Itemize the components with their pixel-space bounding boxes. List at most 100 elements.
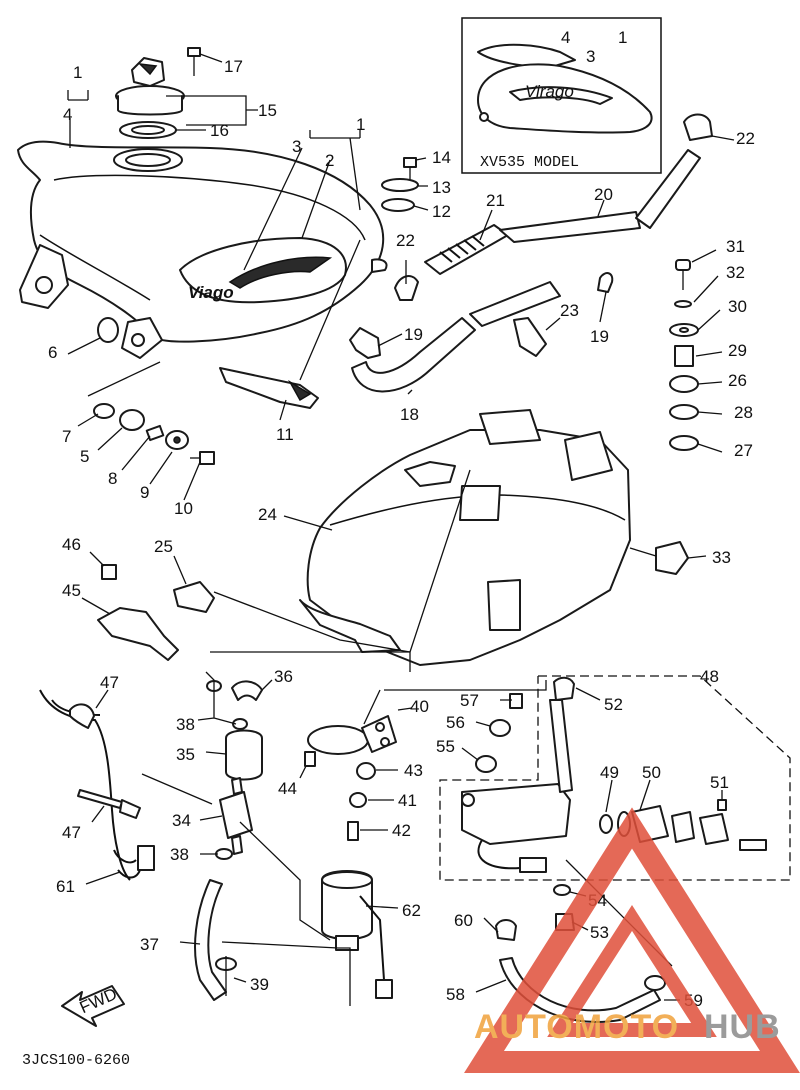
forward-arrow-icon: FWD bbox=[61, 984, 125, 1027]
callout-18: 18 bbox=[400, 405, 419, 424]
callout-32: 32 bbox=[726, 263, 745, 282]
callout-48: 48 bbox=[700, 667, 719, 686]
leader-lines bbox=[67, 53, 791, 1006]
callout-50: 50 bbox=[642, 763, 661, 782]
callout-13: 13 bbox=[432, 178, 451, 197]
callout-51: 51 bbox=[710, 773, 729, 792]
callout-19: 19 bbox=[590, 327, 609, 346]
callout-24: 24 bbox=[258, 505, 277, 524]
callout-41: 41 bbox=[398, 791, 417, 810]
callout-15: 15 bbox=[258, 101, 277, 120]
callout-1: 1 bbox=[73, 63, 82, 82]
callout-29: 29 bbox=[728, 341, 747, 360]
callout-33: 33 bbox=[712, 548, 731, 567]
callout-61: 61 bbox=[56, 877, 75, 896]
callout-52: 52 bbox=[604, 695, 623, 714]
watermark-brand: AUTOMOTO bbox=[474, 1008, 679, 1046]
callout-55: 55 bbox=[436, 737, 455, 756]
callout-10: 10 bbox=[174, 499, 193, 518]
callout-34: 34 bbox=[172, 811, 191, 830]
callout-47: 47 bbox=[62, 823, 81, 842]
fasteners-12-14 bbox=[381, 157, 419, 212]
part-33 bbox=[655, 541, 689, 575]
callout-47: 47 bbox=[100, 673, 119, 692]
callout-22: 22 bbox=[736, 129, 755, 148]
callout-3: 3 bbox=[586, 47, 595, 66]
callout-44: 44 bbox=[278, 779, 297, 798]
callout-3: 3 bbox=[292, 137, 301, 156]
callout-62: 62 bbox=[402, 901, 421, 920]
fuel-tank-base bbox=[299, 409, 631, 666]
callout-60: 60 bbox=[454, 911, 473, 930]
callout-56: 56 bbox=[446, 713, 465, 732]
clamp-40 bbox=[307, 715, 397, 755]
breather-line bbox=[39, 689, 155, 881]
fuel-tank: Viago bbox=[17, 140, 388, 359]
callout-9: 9 bbox=[140, 483, 149, 502]
callout-30: 30 bbox=[728, 297, 747, 316]
callout-6: 6 bbox=[48, 343, 57, 362]
fittings-55-57 bbox=[475, 693, 523, 773]
callout-21: 21 bbox=[486, 191, 505, 210]
mount-hardware bbox=[93, 317, 215, 465]
callout-1: 1 bbox=[356, 115, 365, 134]
callout-1: 1 bbox=[618, 28, 627, 47]
left-brackets bbox=[97, 564, 215, 661]
svg-text:Virago: Virago bbox=[525, 82, 574, 101]
svg-text:Viago: Viago bbox=[188, 283, 234, 302]
part-35 bbox=[225, 729, 263, 781]
callout-19: 19 bbox=[404, 325, 423, 344]
callout-38: 38 bbox=[170, 845, 189, 864]
callout-53: 53 bbox=[590, 923, 609, 942]
callout-11: 11 bbox=[276, 425, 294, 444]
callout-17: 17 bbox=[224, 57, 243, 76]
hose-37 bbox=[194, 879, 237, 1001]
callout-23: 23 bbox=[560, 301, 579, 320]
bracket-11 bbox=[219, 367, 319, 409]
callout-22: 22 bbox=[396, 231, 415, 250]
callout-38: 38 bbox=[176, 715, 195, 734]
callout-16: 16 bbox=[210, 121, 229, 140]
callout-12: 12 bbox=[432, 202, 451, 221]
watermark-brand-suffix: HUB bbox=[704, 1008, 781, 1046]
damper-stack bbox=[669, 259, 699, 451]
callout-58: 58 bbox=[446, 985, 465, 1004]
watermark-triangle-icon bbox=[464, 807, 800, 1073]
hose-36 bbox=[206, 680, 263, 730]
callout-4: 4 bbox=[63, 105, 72, 124]
inset-xv535: Virago XV535 MODEL bbox=[461, 17, 662, 174]
callout-4: 4 bbox=[561, 28, 570, 47]
callout-37: 37 bbox=[140, 935, 159, 954]
diagram-code: 3JCS100-6260 bbox=[22, 1052, 130, 1069]
fuel-filter-34 bbox=[215, 777, 253, 860]
hose-18 bbox=[349, 281, 561, 393]
grommets-41-44 bbox=[304, 751, 376, 841]
callout-26: 26 bbox=[728, 371, 747, 390]
callout-5: 5 bbox=[80, 447, 89, 466]
callout-39: 39 bbox=[250, 975, 269, 994]
callout-20: 20 bbox=[594, 185, 613, 204]
callout-8: 8 bbox=[108, 469, 117, 488]
callout-2: 2 bbox=[325, 151, 334, 170]
vent-hoses bbox=[394, 113, 713, 301]
fuel-cock-assembly bbox=[461, 676, 767, 873]
automotohub-watermark: AUTOMOTO HUB bbox=[464, 807, 800, 1073]
callout-7: 7 bbox=[62, 427, 71, 446]
callout-42: 42 bbox=[392, 821, 411, 840]
inset-label: XV535 MODEL bbox=[480, 154, 579, 171]
callout-43: 43 bbox=[404, 761, 423, 780]
callout-45: 45 bbox=[62, 581, 81, 600]
callout-25: 25 bbox=[154, 537, 173, 556]
callout-49: 49 bbox=[600, 763, 619, 782]
callout-36: 36 bbox=[274, 667, 293, 686]
washer-54 bbox=[553, 884, 571, 896]
callout-40: 40 bbox=[410, 697, 429, 716]
callout-27: 27 bbox=[734, 441, 753, 460]
fuel-pump-62 bbox=[321, 870, 393, 999]
callout-57: 57 bbox=[460, 691, 479, 710]
callout-numbers: 1 4 17 15 16 3 2 1 4 1 3 14 13 12 21 20 … bbox=[48, 28, 755, 1010]
callout-28: 28 bbox=[734, 403, 753, 422]
callout-14: 14 bbox=[432, 148, 451, 167]
callout-35: 35 bbox=[176, 745, 195, 764]
